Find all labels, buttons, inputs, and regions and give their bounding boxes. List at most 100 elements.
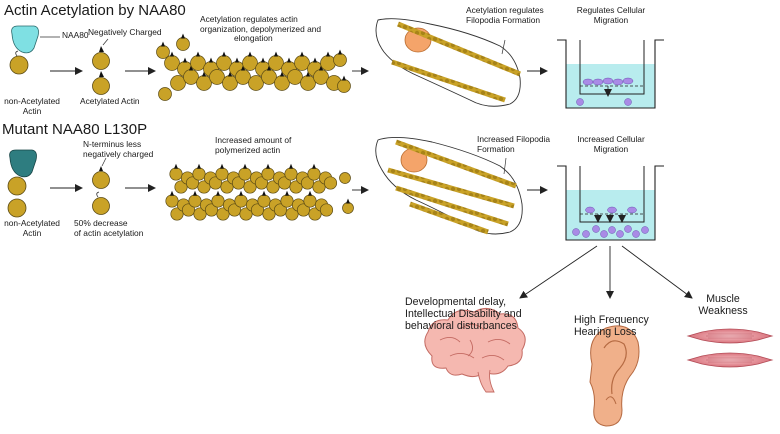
acetyl-mark — [338, 49, 342, 55]
acetylated-actin-label: Acetylated Actin — [80, 96, 140, 106]
actin-bead — [262, 207, 276, 221]
actin-bead — [266, 180, 280, 194]
actin-bead — [185, 176, 200, 190]
acetyl-mark — [170, 51, 174, 57]
ear-icon — [589, 325, 640, 427]
actin-bead — [296, 203, 311, 217]
actin-bead — [197, 180, 211, 194]
actin-bead — [285, 207, 299, 221]
filopodia-bundle — [395, 185, 509, 227]
actin-bead — [169, 167, 183, 181]
actin-bead — [181, 203, 196, 217]
acetyl-mark — [228, 71, 232, 77]
actin-bead — [307, 167, 321, 181]
acetyl-mark — [266, 163, 270, 169]
actin-bead — [319, 203, 334, 217]
actin-bead — [289, 180, 303, 194]
negatively-charged-label: Negatively Charged — [88, 27, 162, 37]
acetyl-mark — [170, 190, 174, 196]
acetyl-mark — [319, 65, 323, 71]
leader-line — [501, 39, 506, 55]
acetyl-mark — [280, 71, 284, 77]
acetyl-mark — [239, 190, 243, 196]
actin-bead — [170, 207, 184, 221]
actin-bead — [308, 207, 322, 221]
acetyl-mark — [346, 198, 350, 204]
leader-line — [503, 157, 507, 175]
actin-bead — [220, 180, 234, 194]
actin-bead — [333, 53, 347, 67]
acetyl-mark — [308, 190, 312, 196]
actin-bead — [323, 176, 338, 190]
brain-icon — [424, 308, 526, 393]
arrow-icon — [621, 245, 693, 299]
row2-title: Mutant NAA80 L130P — [2, 121, 148, 138]
actin-bead — [300, 176, 315, 190]
acetyl-mark — [306, 71, 310, 77]
naa80-mutant-icon — [9, 149, 37, 178]
acetyl-mark — [262, 190, 266, 196]
actin-bead — [165, 194, 179, 208]
actin-bead — [209, 69, 225, 85]
acetyl-mark — [261, 57, 265, 63]
acetyl-mark — [312, 163, 316, 169]
cell-icon — [375, 137, 523, 235]
regulates-organization-label: Acetylation regulates actin organization… — [200, 14, 322, 44]
actin-bead — [261, 167, 275, 181]
actin-bead — [257, 194, 271, 208]
acetyl-mark — [342, 75, 346, 81]
acetyl-mark — [181, 33, 185, 39]
actin-bead — [243, 180, 257, 194]
actin-bead — [250, 203, 265, 217]
actin-bead — [273, 203, 288, 217]
actin-filament-icon — [165, 163, 354, 221]
actin-bead — [208, 176, 223, 190]
acetyl-mark — [189, 65, 193, 71]
acetyl-mark — [289, 163, 293, 169]
filopodia-bundle — [387, 167, 515, 209]
acetyl-mark — [220, 163, 224, 169]
naa80-label: NAA80 — [62, 30, 89, 40]
actin-bead — [280, 194, 294, 208]
actin-bead — [284, 167, 298, 181]
row1-title: Actin Acetylation by NAA80 — [4, 2, 186, 19]
actin-bead — [174, 180, 188, 194]
actin-bead — [337, 79, 351, 93]
actin-bead — [170, 75, 186, 91]
muscle-icon — [686, 328, 774, 368]
acetyl-mark — [193, 190, 197, 196]
actin-bead — [215, 167, 229, 181]
actin-bead — [287, 69, 303, 85]
arrow-icon — [519, 245, 598, 299]
acetyl-mark — [209, 57, 213, 63]
acetyl-mark — [313, 57, 317, 63]
filopodia-bundle — [397, 21, 521, 77]
acetyl-mark — [267, 65, 271, 71]
developmental-outcome-label: Developmental delay, Intellectual Disabi… — [405, 296, 522, 333]
acetyl-mark — [183, 57, 187, 63]
transwell-icon — [557, 39, 664, 109]
actin-bead — [211, 194, 225, 208]
acetyl-mark — [300, 51, 304, 57]
acetyl-mark — [196, 51, 200, 57]
transwell-icon — [557, 165, 664, 241]
actin-bead — [320, 55, 336, 71]
actin-monomer-icon — [9, 50, 29, 75]
actin-bead — [204, 203, 219, 217]
actin-bead — [234, 194, 248, 208]
acetyl-mark — [326, 51, 330, 57]
actin-bead — [227, 203, 242, 217]
acetyl-mark — [287, 57, 291, 63]
acetyl-mark — [216, 190, 220, 196]
